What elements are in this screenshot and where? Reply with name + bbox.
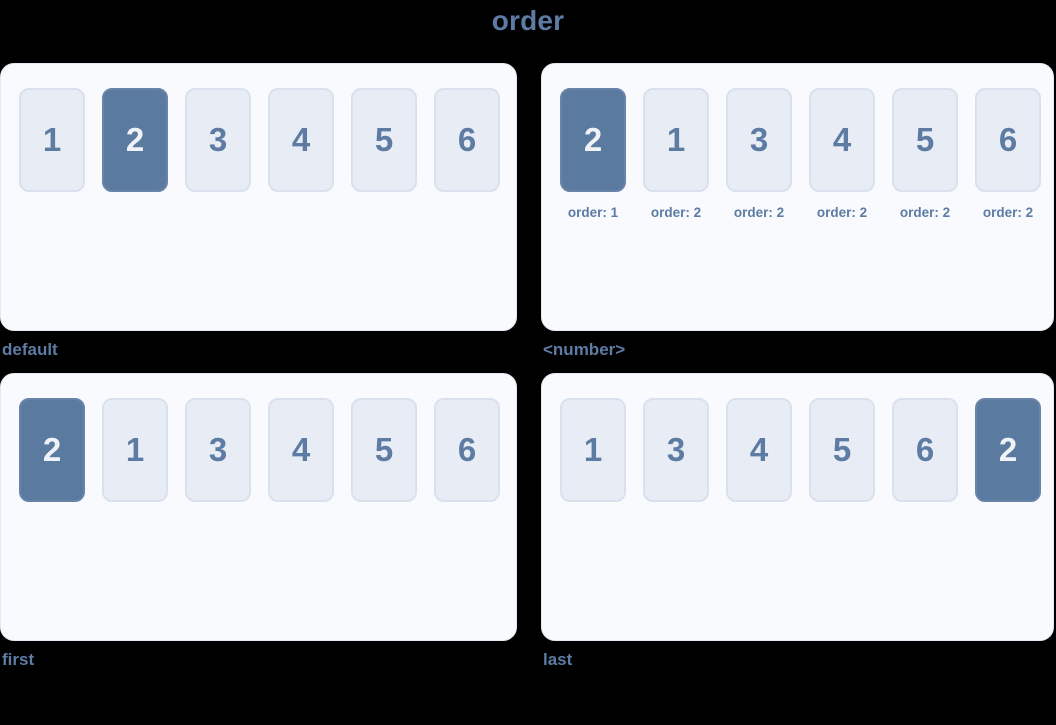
flex-item-cell: 2 order: 1 <box>560 88 626 220</box>
flex-item-cell: 6 <box>434 88 500 192</box>
flex-item-cell: 6 <box>434 398 500 502</box>
flex-item-cell: 4 <box>268 88 334 192</box>
flex-item-highlighted: 2 <box>560 88 626 192</box>
flex-item-cell: 4 <box>726 398 792 502</box>
panel-label-last: last <box>543 650 573 669</box>
flex-item: 4 <box>268 88 334 192</box>
page-title: order <box>491 5 565 36</box>
flex-item-highlighted: 2 <box>19 398 85 502</box>
flex-item: 1 <box>19 88 85 192</box>
flex-item-highlighted: 2 <box>975 398 1041 502</box>
flex-item: 6 <box>975 88 1041 192</box>
flex-item: 3 <box>185 398 251 502</box>
flex-item: 6 <box>892 398 958 502</box>
flex-item: 5 <box>809 398 875 502</box>
flex-item-cell: 2 <box>102 88 168 192</box>
flex-item-cell: 6 order: 2 <box>975 88 1041 220</box>
flex-item-cell: 1 <box>19 88 85 192</box>
flex-item: 4 <box>268 398 334 502</box>
flex-item: 4 <box>726 398 792 502</box>
flex-item: 5 <box>351 398 417 502</box>
flex-item-cell: 3 order: 2 <box>726 88 792 220</box>
flex-item-cell: 5 <box>809 398 875 502</box>
flex-item: 6 <box>434 398 500 502</box>
panel-label-number: <number> <box>543 340 626 359</box>
flex-item-cell: 5 order: 2 <box>892 88 958 220</box>
flex-item-highlighted: 2 <box>102 88 168 192</box>
demo-cell-number: 2 order: 1 1 order: 2 3 order: 2 4 order: 2 5 ord… <box>541 63 1054 373</box>
panel-label-first: first <box>2 650 35 669</box>
order-caption: order: 2 <box>816 205 868 220</box>
flex-item-cell: 1 <box>102 398 168 502</box>
order-caption: order: 2 <box>982 205 1034 220</box>
order-caption: order: 1 <box>567 205 619 220</box>
flex-item: 4 <box>809 88 875 192</box>
flex-item: 5 <box>351 88 417 192</box>
flex-item-cell: 5 <box>351 398 417 502</box>
flex-item-cell: 6 <box>892 398 958 502</box>
flex-item-cell: 1 <box>560 398 626 502</box>
flex-item-cell: 2 <box>19 398 85 502</box>
flex-item: 5 <box>892 88 958 192</box>
order-caption: order: 2 <box>733 205 785 220</box>
order-caption: order: 2 <box>899 205 951 220</box>
flex-item: 1 <box>560 398 626 502</box>
panel-number: 2 order: 1 1 order: 2 3 order: 2 4 order: 2 5 ord… <box>541 63 1054 331</box>
flex-item-cell: 1 order: 2 <box>643 88 709 220</box>
flex-item: 1 <box>643 88 709 192</box>
flex-item-cell: 4 order: 2 <box>809 88 875 220</box>
flex-item: 1 <box>102 398 168 502</box>
flex-item-cell: 3 <box>643 398 709 502</box>
flex-item-cell: 3 <box>185 88 251 192</box>
flex-item: 3 <box>726 88 792 192</box>
flex-item-cell: 4 <box>268 398 334 502</box>
flex-item: 6 <box>434 88 500 192</box>
flex-item: 3 <box>185 88 251 192</box>
panel-label-default: default <box>2 340 58 359</box>
flex-item-cell: 2 <box>975 398 1041 502</box>
order-caption: order: 2 <box>650 205 702 220</box>
flex-item: 3 <box>643 398 709 502</box>
flex-item-cell: 3 <box>185 398 251 502</box>
flex-item-cell: 5 <box>351 88 417 192</box>
